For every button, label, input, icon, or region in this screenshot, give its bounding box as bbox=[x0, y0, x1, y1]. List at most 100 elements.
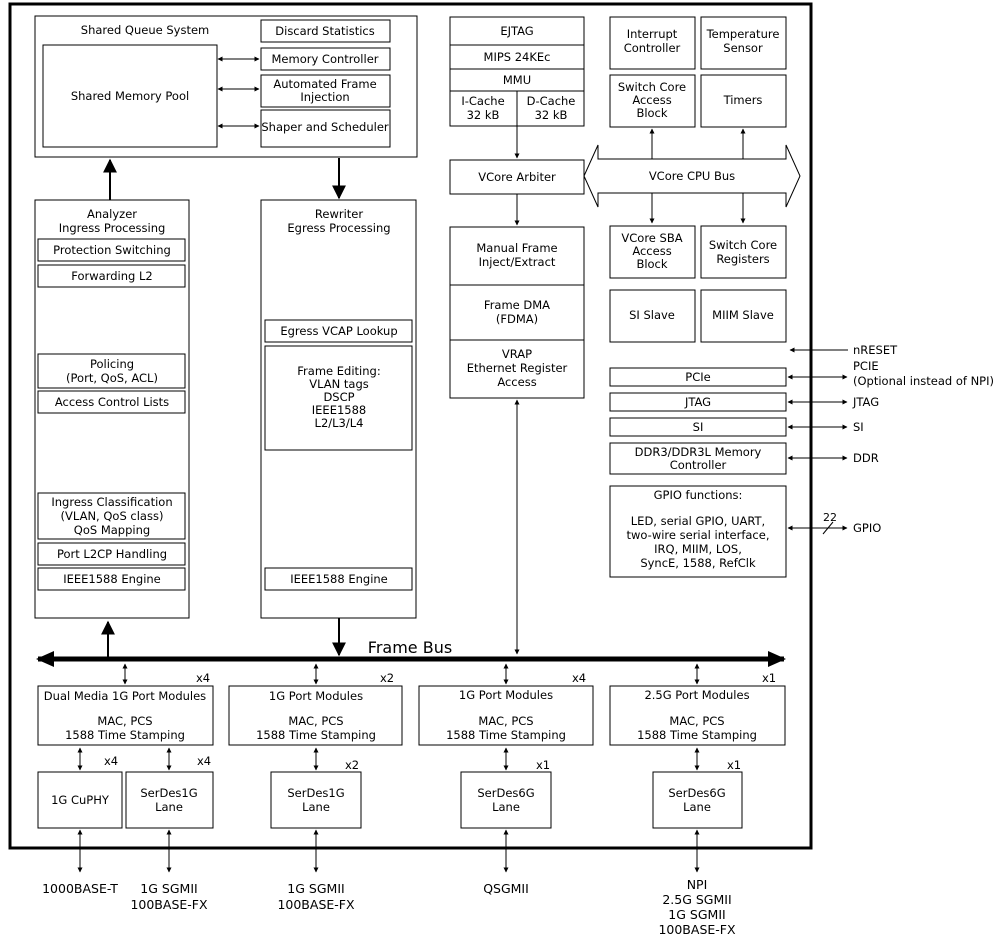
bottom-interface-labels: 1000BASE-T 1G SGMII 100BASE-FX 1G SGMII … bbox=[42, 877, 736, 937]
svg-text:Controller: Controller bbox=[624, 41, 681, 55]
svg-text:1588 Time Stamping: 1588 Time Stamping bbox=[65, 728, 185, 742]
forwarding-l2: Forwarding L2 bbox=[71, 269, 152, 283]
mips-core: MIPS 24KEc bbox=[484, 50, 551, 64]
svg-text:Registers: Registers bbox=[716, 252, 769, 266]
svg-text:QSGMII: QSGMII bbox=[483, 881, 529, 896]
vcore-arbiter: VCore Arbiter bbox=[478, 170, 556, 184]
svg-text:1000BASE-T: 1000BASE-T bbox=[42, 881, 118, 896]
shared-memory-pool: Shared Memory Pool bbox=[71, 89, 189, 103]
svg-text:22: 22 bbox=[823, 511, 837, 524]
svg-text:(FDMA): (FDMA) bbox=[496, 312, 538, 326]
svg-text:IRQ, MIIM, LOS,: IRQ, MIIM, LOS, bbox=[654, 542, 742, 556]
svg-text:Block: Block bbox=[636, 257, 667, 271]
svg-text:MAC, PCS: MAC, PCS bbox=[478, 714, 533, 728]
svg-text:DDR: DDR bbox=[853, 451, 879, 465]
svg-text:Ethernet Register: Ethernet Register bbox=[467, 361, 568, 375]
nreset-label: nRESET bbox=[853, 343, 898, 357]
svg-text:Controller: Controller bbox=[670, 458, 727, 472]
memory-controller: Memory Controller bbox=[272, 52, 379, 66]
svg-text:NPI: NPI bbox=[687, 877, 708, 892]
egress-ieee1588: IEEE1588 Engine bbox=[290, 572, 388, 586]
port-l2cp: Port L2CP Handling bbox=[57, 547, 167, 561]
svg-text:Lane: Lane bbox=[302, 800, 330, 814]
svg-text:(VLAN, QoS class): (VLAN, QoS class) bbox=[61, 509, 164, 523]
svg-text:(Optional instead of NPI): (Optional instead of NPI) bbox=[853, 374, 994, 388]
svg-text:1G Port Modules: 1G Port Modules bbox=[269, 689, 363, 703]
svg-text:PCIE: PCIE bbox=[853, 359, 879, 373]
svg-text:SerDes6G: SerDes6G bbox=[668, 786, 725, 800]
svg-text:Temperature: Temperature bbox=[706, 27, 780, 41]
svg-text:QoS Mapping: QoS Mapping bbox=[74, 523, 150, 537]
phy-serdes6g-a: x1 SerDes6G Lane bbox=[460, 747, 552, 873]
svg-text:Manual Frame: Manual Frame bbox=[476, 241, 557, 255]
frame-bus: Frame Bus bbox=[36, 638, 786, 667]
port-module-3: x4 1G Port Modules MAC, PCS 1588 Time St… bbox=[418, 663, 594, 746]
svg-text:1G SGMII: 1G SGMII bbox=[668, 907, 725, 922]
svg-text:x1: x1 bbox=[727, 758, 741, 772]
protection-switching: Protection Switching bbox=[53, 243, 171, 257]
svg-text:SerDes1G: SerDes1G bbox=[140, 786, 197, 800]
svg-text:SerDes6G: SerDes6G bbox=[477, 786, 534, 800]
svg-text:32 kB: 32 kB bbox=[535, 108, 568, 122]
svg-text:MAC, PCS: MAC, PCS bbox=[669, 714, 724, 728]
egress-vcap: Egress VCAP Lookup bbox=[280, 324, 397, 338]
si-slave: SI Slave bbox=[629, 308, 675, 322]
svg-text:Ingress Classification: Ingress Classification bbox=[51, 495, 172, 509]
svg-text:L2/L3/L4: L2/L3/L4 bbox=[315, 416, 364, 430]
svg-text:VCore CPU Bus: VCore CPU Bus bbox=[649, 169, 735, 183]
svg-text:Lane: Lane bbox=[683, 800, 711, 814]
phy-serdes1g-b: x2 SerDes1G Lane bbox=[270, 747, 362, 873]
svg-text:100BASE-FX: 100BASE-FX bbox=[130, 897, 208, 912]
svg-text:Interrupt: Interrupt bbox=[627, 27, 678, 41]
port-module-2: x2 1G Port Modules MAC, PCS 1588 Time St… bbox=[228, 663, 403, 746]
svg-text:Access: Access bbox=[632, 244, 671, 258]
svg-text:x2: x2 bbox=[380, 671, 394, 685]
svg-text:1G Port Modules: 1G Port Modules bbox=[459, 688, 553, 702]
jtag-block: JTAG bbox=[684, 395, 711, 409]
svg-text:IEEE1588: IEEE1588 bbox=[312, 403, 366, 417]
svg-text:1588 Time Stamping: 1588 Time Stamping bbox=[256, 728, 376, 742]
afi-line1: Automated Frame bbox=[273, 77, 376, 91]
right-blocks: Interrupt Controller Temperature Sensor … bbox=[583, 16, 801, 578]
analyzer-block: Analyzer Ingress Processing Protection S… bbox=[34, 199, 190, 619]
mmu: MMU bbox=[503, 73, 531, 87]
phy-serdes1g-a: x4 SerDes1G Lane bbox=[125, 747, 214, 873]
svg-text:100BASE-FX: 100BASE-FX bbox=[658, 922, 736, 937]
port-module-1: x4 Dual Media 1G Port Modules MAC, PCS 1… bbox=[37, 663, 214, 746]
svg-text:Inject/Extract: Inject/Extract bbox=[479, 255, 556, 269]
svg-text:MAC, PCS: MAC, PCS bbox=[288, 714, 343, 728]
svg-text:Shared Queue System: Shared Queue System bbox=[81, 23, 209, 37]
policing-line1: Policing bbox=[90, 357, 134, 371]
svg-text:x4: x4 bbox=[104, 754, 118, 768]
svg-text:100BASE-FX: 100BASE-FX bbox=[277, 897, 355, 912]
svg-text:VLAN tags: VLAN tags bbox=[309, 377, 369, 391]
svg-text:2.5G Port Modules: 2.5G Port Modules bbox=[644, 688, 749, 702]
svg-text:1G CuPHY: 1G CuPHY bbox=[51, 793, 110, 807]
svg-text:Egress Processing: Egress Processing bbox=[287, 221, 390, 235]
svg-text:GPIO: GPIO bbox=[853, 521, 881, 535]
vcore-cpu-bus bbox=[583, 144, 801, 208]
svg-text:Access: Access bbox=[632, 93, 671, 107]
svg-text:GPIO functions:: GPIO functions: bbox=[654, 488, 743, 502]
svg-text:D-Cache: D-Cache bbox=[527, 94, 576, 108]
svg-text:VCore SBA: VCore SBA bbox=[621, 231, 682, 245]
cpu-column: EJTAG MIPS 24KEc MMU I-Cache 32 kB D-Cac… bbox=[449, 16, 585, 655]
svg-text:x1: x1 bbox=[762, 671, 776, 685]
svg-text:I-Cache: I-Cache bbox=[461, 94, 504, 108]
svg-text:LED, serial GPIO, UART,: LED, serial GPIO, UART, bbox=[631, 514, 765, 528]
svg-text:SI: SI bbox=[853, 420, 864, 434]
svg-text:Analyzer: Analyzer bbox=[87, 207, 137, 221]
svg-text:VRAP: VRAP bbox=[502, 347, 532, 361]
miim-slave: MIIM Slave bbox=[712, 308, 774, 322]
svg-text:1588 Time Stamping: 1588 Time Stamping bbox=[637, 728, 757, 742]
policing-line2: (Port, QoS, ACL) bbox=[66, 371, 158, 385]
external-signals: nRESET PCIE (Optional instead of NPI) JT… bbox=[787, 343, 994, 535]
svg-text:two-wire serial interface,: two-wire serial interface, bbox=[627, 528, 770, 542]
svg-text:Rewriter: Rewriter bbox=[315, 207, 363, 221]
phy-serdes6g-b: x1 SerDes6G Lane bbox=[652, 747, 743, 873]
svg-text:Switch Core: Switch Core bbox=[618, 80, 686, 94]
svg-text:DDR3/DDR3L Memory: DDR3/DDR3L Memory bbox=[635, 445, 762, 459]
svg-text:32 kB: 32 kB bbox=[467, 108, 500, 122]
svg-text:1G SGMII: 1G SGMII bbox=[287, 881, 344, 896]
svg-text:x4: x4 bbox=[197, 754, 211, 768]
